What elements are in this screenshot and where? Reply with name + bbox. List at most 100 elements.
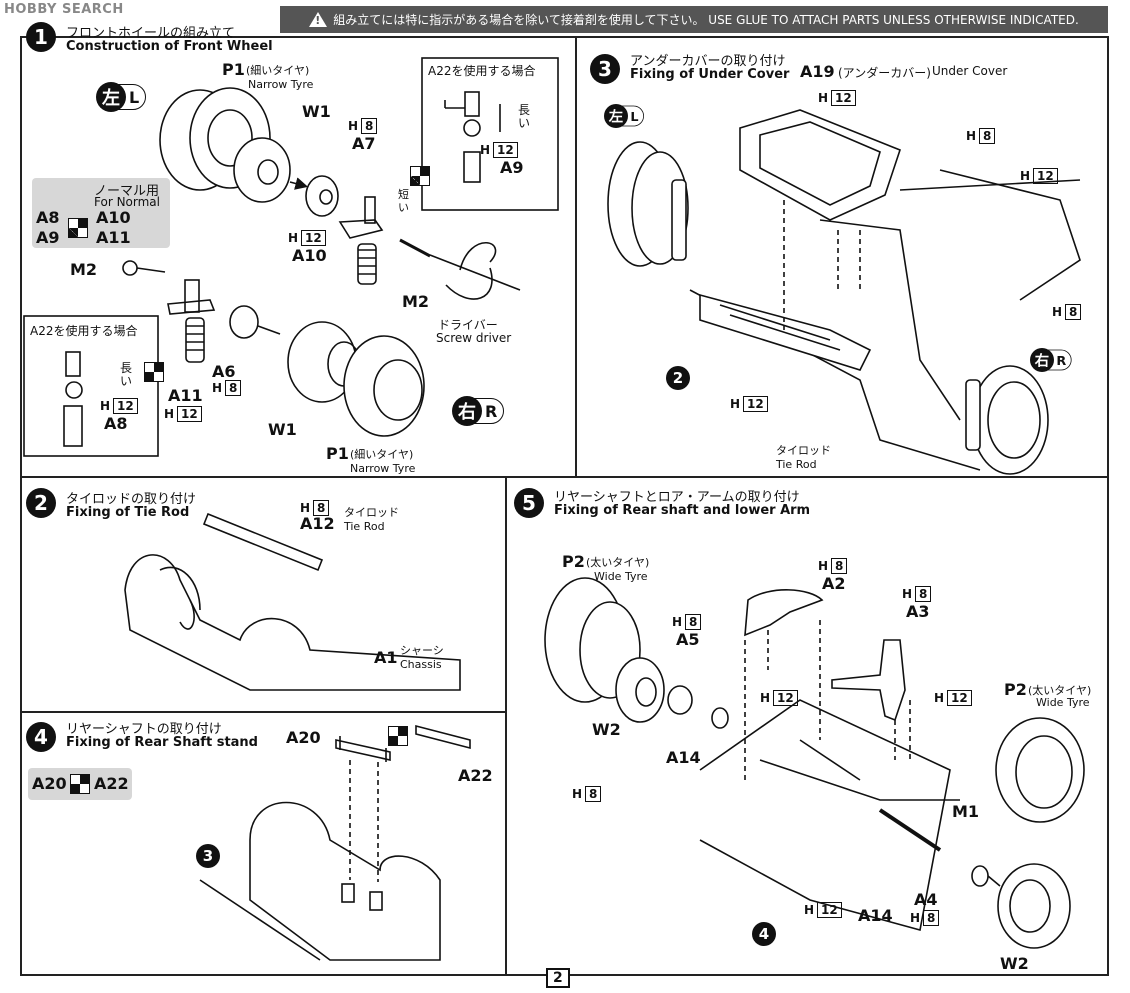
wide-tyre-right bbox=[995, 717, 1085, 823]
narrow-tyre-bottom bbox=[343, 335, 425, 437]
rear-chassis-4 bbox=[249, 801, 441, 961]
right-badge-3: 右 R bbox=[1030, 348, 1072, 372]
tie-rod-en-2: Tie Rod bbox=[344, 520, 385, 533]
under-cover-jp: (アンダーカバー) bbox=[838, 66, 931, 80]
a2-label: A2 bbox=[822, 574, 846, 593]
part-a14-left bbox=[711, 707, 729, 729]
a5-label: A5 bbox=[676, 630, 700, 649]
left-kanji: 左 bbox=[604, 104, 628, 128]
tie-rod-en: Tie Rod bbox=[776, 458, 817, 471]
part-a5 bbox=[667, 685, 693, 715]
w2-right-label: W2 bbox=[1000, 954, 1029, 973]
combo-a20: A20 bbox=[32, 774, 67, 793]
part-a7 bbox=[305, 175, 339, 217]
watermark: HOBBY SEARCH bbox=[4, 2, 124, 17]
w1-top-label: W1 bbox=[302, 102, 331, 121]
a19-label: A19 bbox=[800, 62, 835, 81]
glue-checker-icon bbox=[410, 166, 430, 186]
a4-label: A4 bbox=[914, 890, 938, 909]
right-badge: 右 R bbox=[452, 396, 505, 426]
left-badge: 左 L bbox=[96, 82, 147, 112]
tie-rod-a12 bbox=[202, 512, 324, 572]
a22-box-bottom-title: A22を使用する場合 bbox=[30, 324, 138, 338]
normal-a11: A11 bbox=[96, 228, 131, 247]
step2-title-jp: タイロッドの取り付け bbox=[66, 492, 197, 507]
step4-ref-step3: 3 bbox=[196, 844, 220, 868]
w1-bottom-label: W1 bbox=[268, 420, 297, 439]
a8-label: A8 bbox=[104, 414, 128, 433]
a9-label: A9 bbox=[500, 158, 524, 177]
normal-en: For Normal bbox=[94, 195, 160, 209]
driver-en: Screw driver bbox=[436, 331, 512, 345]
driver-jp: ドライバー bbox=[438, 318, 498, 332]
step3-title-jp: アンダーカバーの取り付け bbox=[630, 54, 786, 69]
step4-number: 4 bbox=[26, 722, 56, 752]
combo-a22: A22 bbox=[94, 774, 129, 793]
right-kanji: 右 bbox=[452, 396, 482, 426]
p2-left-label: P2 bbox=[562, 552, 585, 571]
a14-bottom-label: A14 bbox=[858, 906, 893, 925]
step3-title-en: Fixing of Under Cover bbox=[630, 67, 790, 82]
left-badge-3: 左 L bbox=[604, 104, 645, 128]
under-cover-en: Under Cover bbox=[932, 64, 1008, 78]
tie-rod-jp: タイロッド bbox=[776, 444, 831, 457]
p1-top-en: Narrow Tyre bbox=[248, 78, 314, 91]
a14-left-label: A14 bbox=[666, 748, 701, 767]
step1-number: 1 bbox=[26, 22, 56, 52]
under-cover-a19 bbox=[739, 109, 901, 221]
a7-label: A7 bbox=[352, 134, 376, 153]
p1-bottom-en: Narrow Tyre bbox=[350, 462, 416, 475]
glue-checker-icon bbox=[70, 774, 90, 794]
step5-ref-step4: 4 bbox=[752, 922, 776, 946]
step3-number: 3 bbox=[590, 54, 620, 84]
left-kanji: 左 bbox=[96, 82, 126, 112]
a6-label: A6 bbox=[212, 362, 236, 381]
warning-icon bbox=[309, 12, 328, 27]
short-jp: 短い bbox=[398, 188, 409, 214]
step5-title-jp: リヤーシャフトとロア・アームの取り付け bbox=[554, 490, 800, 505]
p1-top-jp: (細いタイヤ) bbox=[246, 64, 310, 77]
step1-title-en: Construction of Front Wheel bbox=[66, 39, 273, 54]
a20-label: A20 bbox=[286, 728, 321, 747]
glue-notice: 組み立てには特に指示がある場合を除いて接着剤を使用して下さい。 USE GLUE… bbox=[280, 6, 1108, 33]
wheel-w1-top bbox=[233, 137, 291, 203]
step2-number: 2 bbox=[26, 488, 56, 518]
a22-box-top-title: A22を使用する場合 bbox=[428, 64, 536, 78]
step4-title-jp: リヤーシャフトの取り付け bbox=[66, 722, 222, 737]
p2-right-en: Wide Tyre bbox=[1036, 696, 1090, 709]
part-a6 bbox=[229, 305, 259, 339]
glue-checker-icon bbox=[68, 218, 88, 238]
p1-top-label: P1 bbox=[222, 60, 245, 79]
wheel-w2-right bbox=[997, 863, 1071, 949]
normal-box bbox=[32, 178, 170, 248]
m1-label: M1 bbox=[952, 802, 980, 821]
a22-label: A22 bbox=[458, 766, 493, 785]
wheel-w2-left bbox=[615, 657, 665, 723]
p2-left-jp: (太いタイヤ) bbox=[586, 556, 650, 569]
a22-box-top bbox=[421, 57, 559, 211]
part-a3 bbox=[831, 639, 906, 722]
normal-a10: A10 bbox=[96, 208, 131, 227]
step5-title-en: Fixing of Rear shaft and lower Arm bbox=[554, 503, 811, 518]
a3-label: A3 bbox=[906, 602, 930, 621]
a11-label: A11 bbox=[168, 386, 203, 405]
p1-bottom-jp: (細いタイヤ) bbox=[350, 448, 414, 461]
